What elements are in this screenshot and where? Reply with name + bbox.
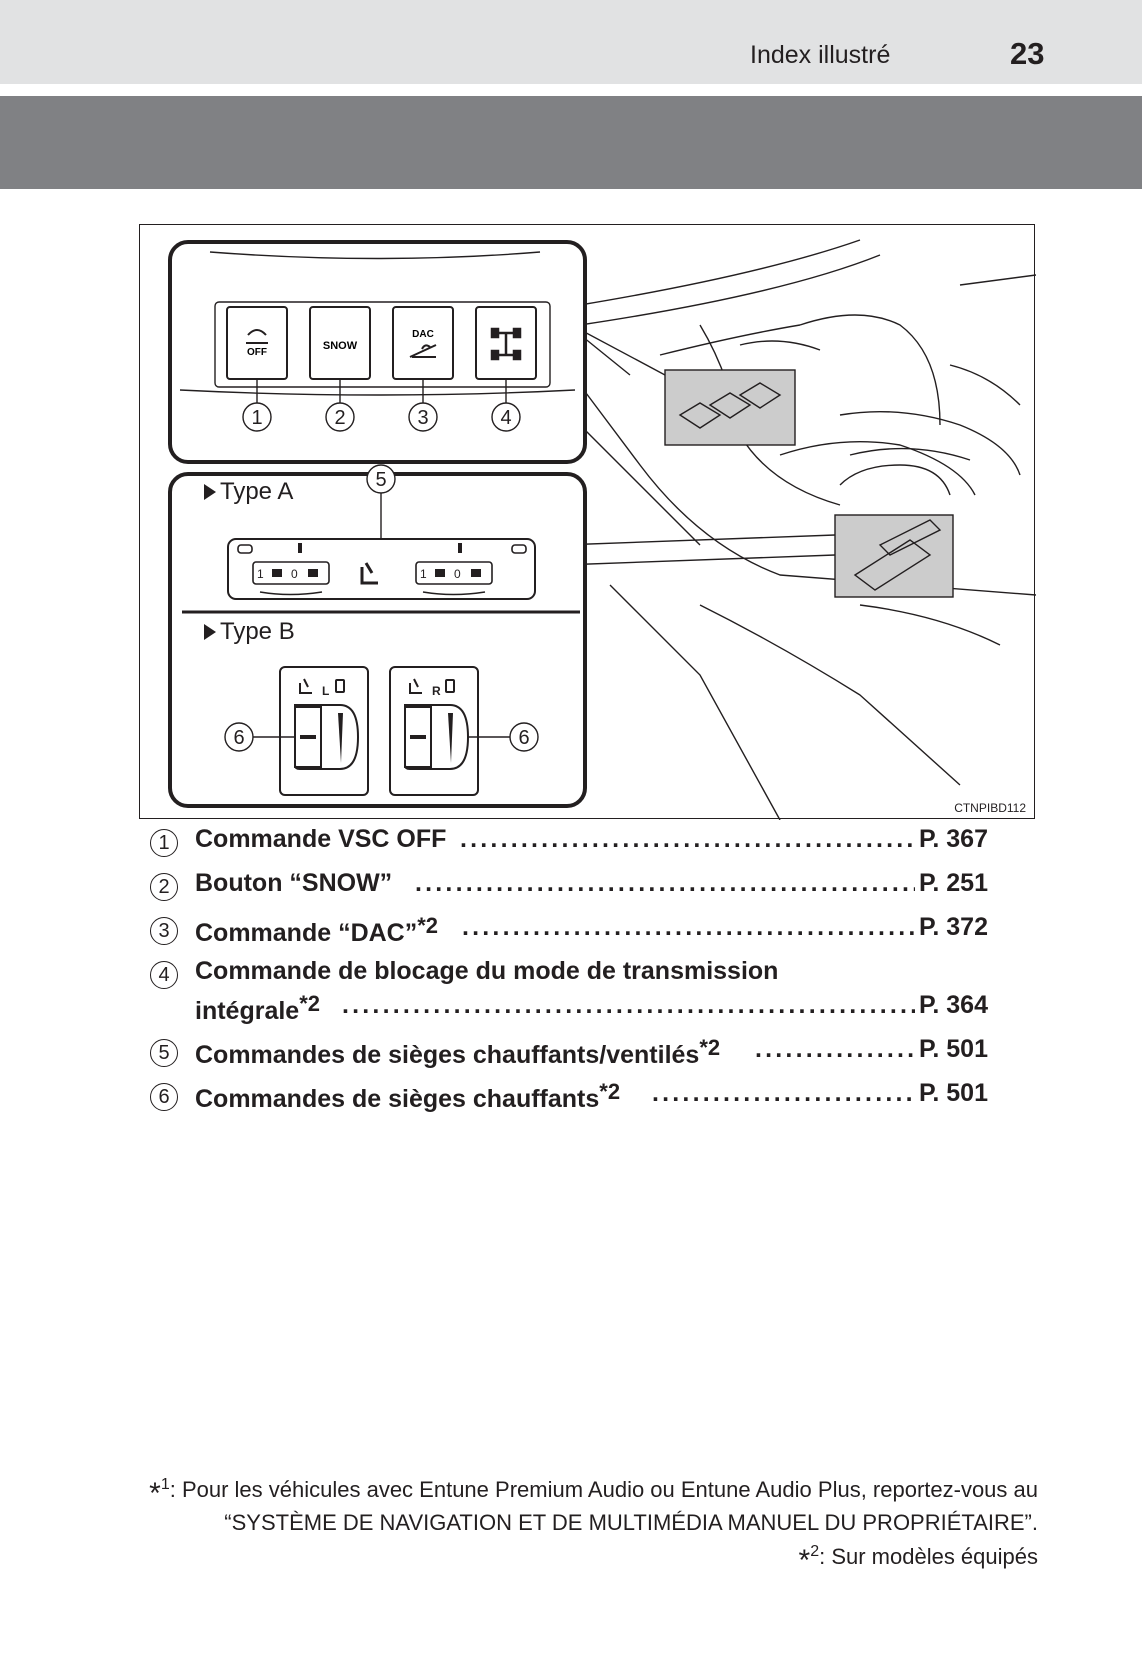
item-number: 4	[150, 961, 178, 989]
item-text: Bouton “SNOW”	[195, 869, 393, 897]
item-number: 6	[150, 1083, 178, 1111]
item-number: 2	[150, 873, 178, 901]
triangle-icon	[204, 624, 216, 640]
dac-icon	[409, 344, 437, 358]
section-title: Index illustré	[750, 41, 891, 69]
illustration-figure: OFF SNOW DAC 1 2 3 4	[139, 224, 1036, 820]
footnote-2: *2: Sur modèles équipés	[798, 1543, 1039, 1577]
header-band	[0, 96, 1142, 189]
footnote-1: *1: Pour les véhicules avec Entune Premi…	[149, 1476, 1038, 1510]
snow-button-label: SNOW	[323, 340, 358, 352]
4wd-lock-icon	[490, 327, 522, 361]
leader-dots: ........................................…	[415, 869, 915, 897]
item-text: Commande VSC OFF	[195, 825, 447, 853]
triangle-icon	[204, 484, 216, 500]
callout-2: 2	[334, 407, 345, 429]
page-reference[interactable]: P. 372	[918, 913, 988, 941]
right-seat-label: R	[432, 684, 441, 698]
page-reference[interactable]: P. 367	[918, 825, 988, 853]
seat-ventilation-icon	[360, 562, 378, 585]
footnotes: *1: Pour les véhicules avec Entune Premi…	[110, 1470, 1039, 1577]
item-text: Commandes de sièges chauffants/ventilés*…	[195, 1035, 721, 1069]
page-reference[interactable]: P. 501	[918, 1035, 988, 1063]
item-text: intégrale*2	[195, 991, 320, 1025]
switch-zero-label: 0	[291, 567, 298, 581]
left-seat-label: L	[322, 684, 329, 698]
item-text: Commande “DAC”*2	[195, 913, 439, 947]
vsc-icon	[246, 329, 268, 344]
figure-code: CTNPIBD112	[954, 801, 1026, 815]
dac-button-label: DAC	[412, 329, 434, 340]
callout-6-right: 6	[518, 727, 529, 749]
item-text: Commandes de sièges chauffants*2	[195, 1079, 621, 1113]
vsc-off-button-label: OFF	[247, 347, 267, 358]
leader-dots: ........................................…	[462, 913, 915, 941]
type-a-label: Type A	[204, 478, 293, 506]
callout-5: 5	[375, 469, 386, 491]
leader-dots: ........................................…	[652, 1079, 915, 1107]
switch-one-label: 1	[420, 567, 427, 581]
item-number: 1	[150, 829, 178, 857]
page-number: 23	[1010, 36, 1045, 71]
leader-dots: ........................................…	[460, 825, 915, 853]
callout-3: 3	[417, 407, 428, 429]
console-illustration: OFF SNOW DAC 1 2 3 4	[168, 239, 1036, 820]
page-reference[interactable]: P. 251	[918, 869, 988, 897]
page-reference[interactable]: P. 501	[918, 1079, 988, 1107]
header-bar	[0, 0, 1142, 84]
callout-1: 1	[251, 407, 262, 429]
leader-dots: ........................................…	[342, 991, 915, 1019]
item-number: 5	[150, 1039, 178, 1067]
callout-4: 4	[500, 407, 511, 429]
footnote-1-continued: “SYSTÈME DE NAVIGATION ET DE MULTIMÉDIA …	[224, 1510, 1038, 1535]
leader-dots: ..............................	[755, 1035, 915, 1063]
item-text: Commande de blocage du mode de transmiss…	[195, 957, 779, 985]
type-b-label: Type B	[204, 618, 295, 646]
switch-one-label: 1	[257, 567, 264, 581]
switch-zero-label: 0	[454, 567, 461, 581]
callout-6-left: 6	[233, 727, 244, 749]
item-number: 3	[150, 917, 178, 945]
page-reference[interactable]: P. 364	[918, 991, 988, 1019]
